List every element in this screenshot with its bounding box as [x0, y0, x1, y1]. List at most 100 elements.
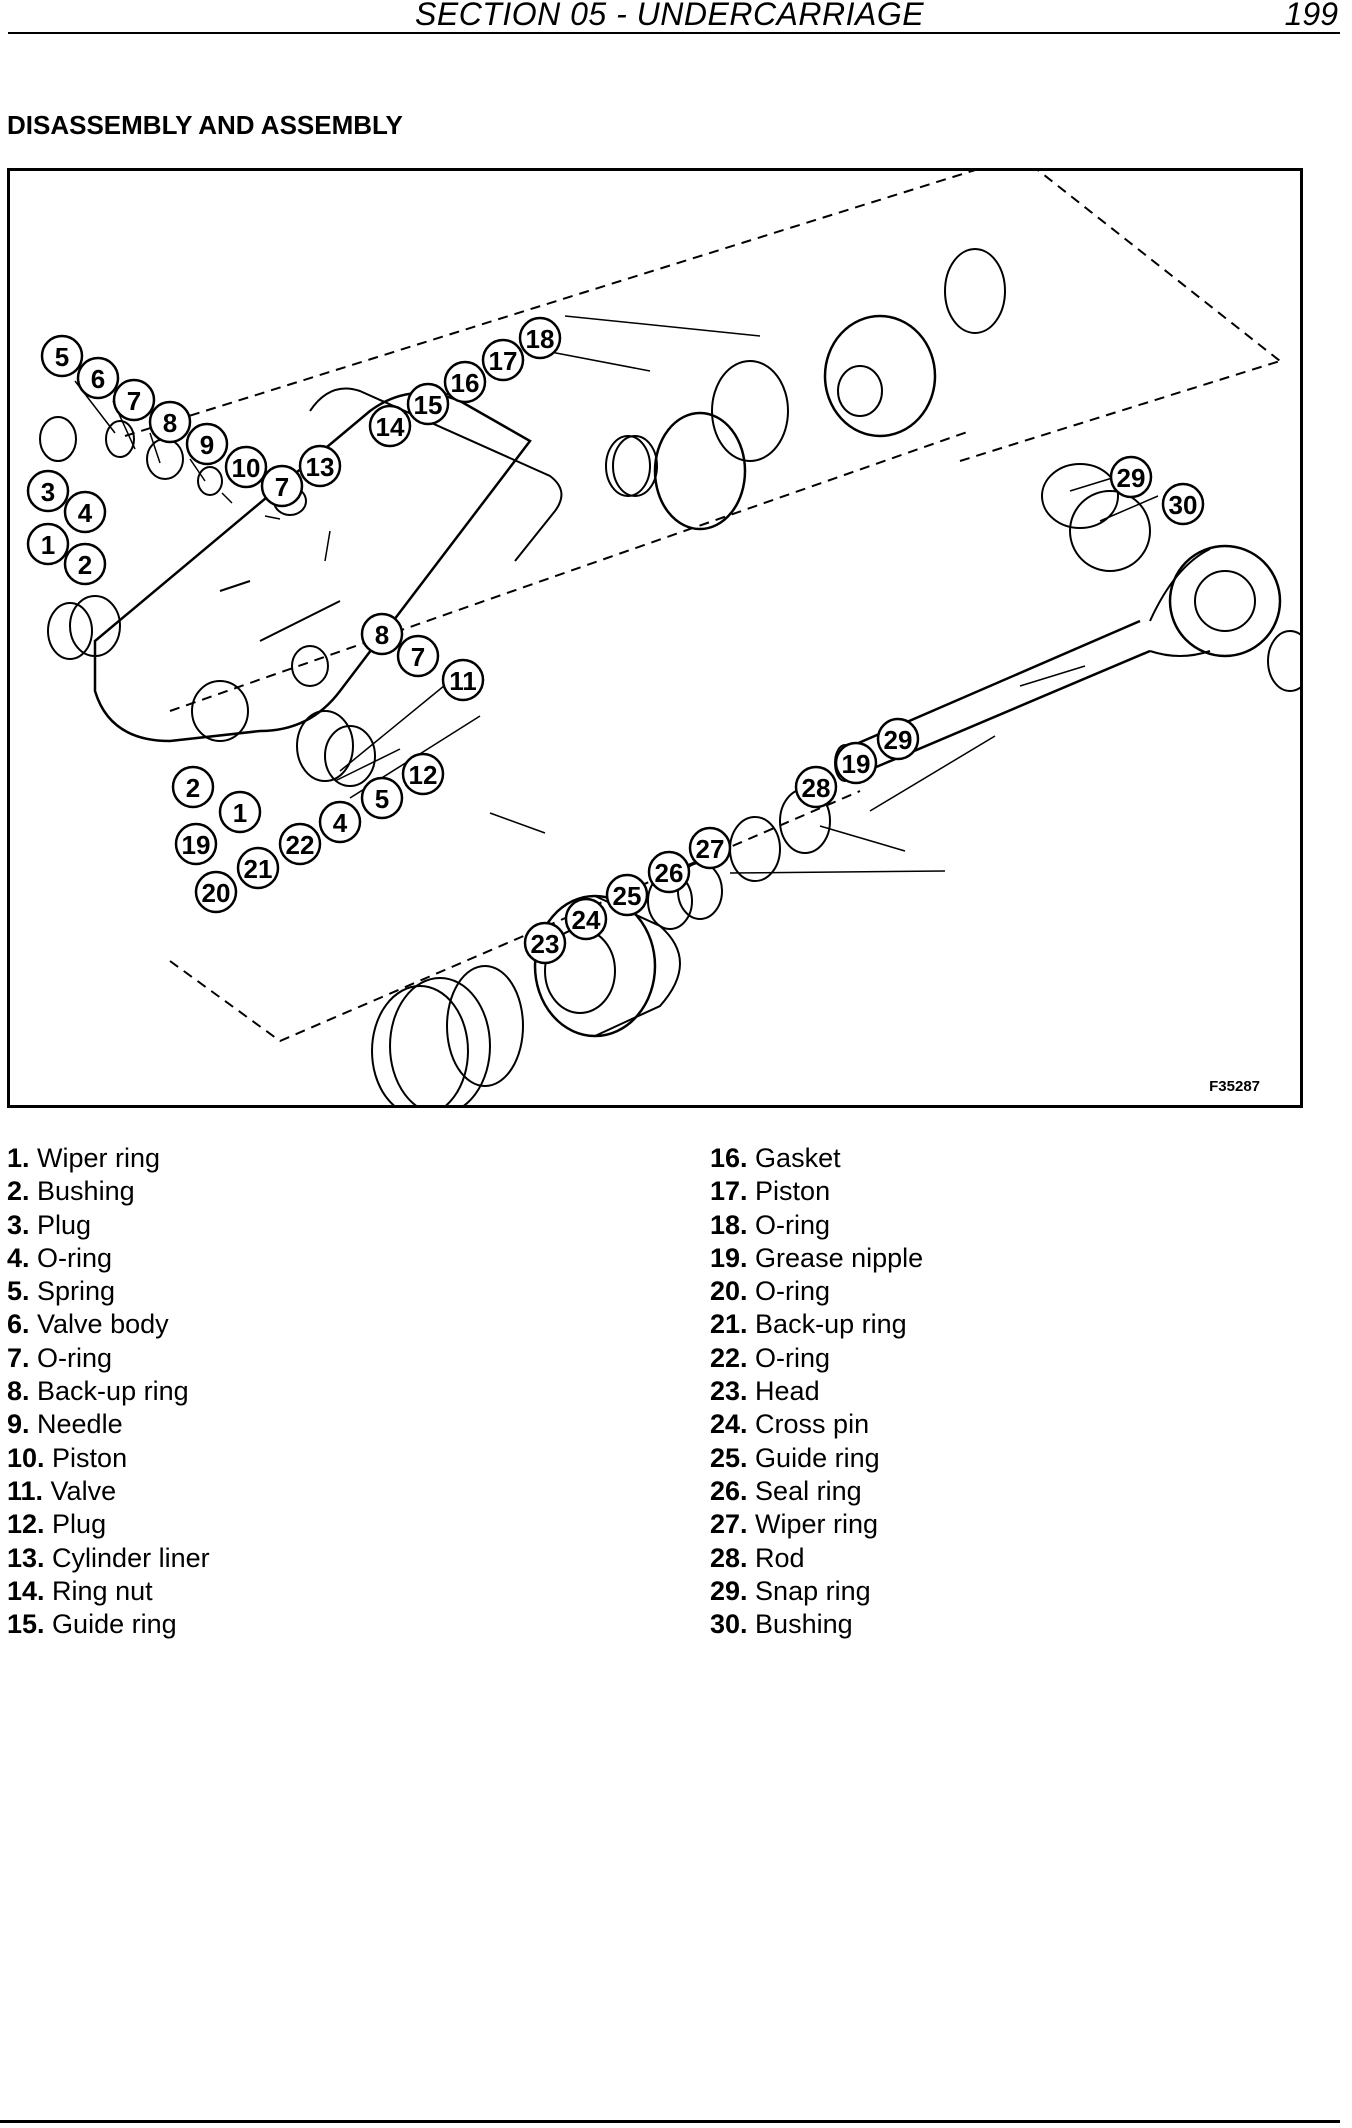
legend-item-label: Wiper ring: [37, 1143, 161, 1173]
callout-number: 27: [696, 834, 725, 864]
legend-item-label: Cross pin: [755, 1409, 870, 1440]
legend-item-number: 2.: [7, 1176, 38, 1207]
legend-item: 3. Plug: [7, 1209, 607, 1242]
legend-item-number: 13.: [7, 1542, 53, 1573]
callout-number: 22: [286, 830, 315, 860]
callout-number: 4: [333, 808, 348, 838]
legend-item: 5. Spring: [7, 1275, 607, 1308]
legend-item-number: 26.: [710, 1475, 756, 1506]
legend-item-number: 23.: [710, 1376, 756, 1407]
legend-item: 1. Wiper ring: [7, 1142, 607, 1175]
legend-item: 13. Cylinder liner: [7, 1542, 607, 1575]
legend-item-label: Guide ring: [755, 1442, 880, 1473]
callout-number: 2: [186, 773, 200, 803]
legend-item: 10. Piston: [7, 1442, 607, 1475]
legend-item-number: 9.: [7, 1409, 38, 1440]
legend-item-number: 6.: [7, 1309, 38, 1340]
callout-number: 24: [572, 905, 601, 935]
callout-number: 19: [182, 830, 211, 860]
callout-number: 8: [163, 408, 177, 438]
legend-item-label: Seal ring: [755, 1475, 862, 1506]
callout-number: 29: [884, 725, 913, 755]
page-number: 199: [1284, 0, 1338, 32]
legend-item-number: 10.: [7, 1442, 53, 1473]
legend-item-label: Head: [755, 1376, 820, 1407]
legend-item-label: O-ring: [755, 1209, 831, 1240]
legend-item-number: 24.: [710, 1409, 756, 1440]
callout-number: 12: [409, 760, 438, 790]
legend-item-number: 22.: [710, 1342, 756, 1373]
legend-item-label: Plug: [37, 1209, 92, 1240]
header-rule: [8, 32, 1340, 34]
axis-line-lower: [169, 790, 861, 1043]
legend-item: 2. Bushing: [7, 1175, 607, 1208]
legend-item-number: 27.: [710, 1509, 756, 1540]
legend-item-label: Valve body: [37, 1309, 169, 1340]
legend-item: 28. Rod: [710, 1542, 1310, 1575]
legend-item: 8. Back-up ring: [7, 1375, 607, 1408]
legend-item-number: 28.: [710, 1542, 756, 1573]
legend-item-number: 8.: [7, 1376, 38, 1407]
callout-number: 28: [802, 773, 831, 803]
legend-item-label: Ring nut: [52, 1575, 153, 1606]
legend-item: 25. Guide ring: [710, 1442, 1310, 1475]
legend-item-number: 15.: [7, 1609, 53, 1640]
legend-item-label: Needle: [37, 1409, 123, 1440]
legend-item-label: Cylinder liner: [52, 1542, 210, 1573]
callout-number: 23: [531, 929, 560, 959]
callout-number: 6: [91, 364, 105, 394]
callout-number: 14: [376, 412, 405, 442]
legend-item-number: 16.: [710, 1143, 756, 1173]
callout-number: 17: [489, 346, 518, 376]
legend-item-label: Piston: [755, 1176, 831, 1207]
legend-item: 24. Cross pin: [710, 1408, 1310, 1441]
legend-item-number: 19.: [710, 1242, 756, 1273]
legend-item: 26. Seal ring: [710, 1475, 1310, 1508]
callout-number: 1: [233, 798, 247, 828]
legend-item-label: Guide ring: [52, 1609, 177, 1640]
legend-item-number: 7.: [7, 1342, 38, 1373]
legend-item: 27. Wiper ring: [710, 1508, 1310, 1541]
legend-item-label: Piston: [52, 1442, 128, 1473]
callout-number: 4: [78, 498, 93, 528]
legend-item-label: Grease nipple: [755, 1242, 924, 1273]
legend-item-label: Spring: [37, 1276, 116, 1307]
legend-item-number: 11.: [7, 1475, 51, 1506]
callout-number: 29: [1117, 463, 1146, 493]
callouts: 5678910713341214151617182930871112541219…: [26, 315, 1205, 965]
callout-number: 16: [451, 368, 480, 398]
legend-item-label: Snap ring: [755, 1575, 871, 1606]
legend-item-label: Bushing: [37, 1176, 135, 1207]
callout-number: 7: [275, 472, 289, 502]
callout-number: 25: [613, 881, 642, 911]
legend-item: 9. Needle: [7, 1408, 607, 1441]
legend-item: 11. Valve: [7, 1475, 607, 1508]
callout-number: 18: [526, 324, 555, 354]
legend-item-label: Bushing: [755, 1609, 853, 1640]
callout-number: 21: [244, 854, 273, 884]
legend-item-label: Wiper ring: [755, 1509, 879, 1540]
section-title: SECTION 05 - UNDERCARRIAGE: [415, 0, 925, 32]
callout-number: 19: [842, 749, 871, 779]
legend-item: 29. Snap ring: [710, 1575, 1310, 1608]
callout-number: 20: [202, 878, 231, 908]
legend-item-number: 21.: [710, 1309, 756, 1340]
legend-item-number: 18.: [710, 1209, 756, 1240]
exploded-diagram: 5678910713341214151617182930871112541219…: [26, 171, 1300, 1105]
legend-item-number: 4.: [7, 1242, 38, 1273]
page-header: SECTION 05 - UNDERCARRIAGE 199: [0, 0, 1340, 34]
legend-item: 12. Plug: [7, 1508, 607, 1541]
legend-item: 7. O-ring: [7, 1342, 607, 1375]
callout-number: 5: [55, 342, 69, 372]
legend-item-label: Back-up ring: [37, 1376, 189, 1407]
section-heading: DISASSEMBLY AND ASSEMBLY: [7, 110, 403, 140]
legend-item-number: 14.: [7, 1575, 53, 1606]
legend-item-number: 3.: [7, 1209, 38, 1240]
callout-number: 3: [41, 477, 55, 507]
figure-code: F35287: [1209, 1078, 1260, 1095]
legend-item: 15. Guide ring: [7, 1608, 607, 1641]
legend-item-number: 17.: [710, 1176, 756, 1207]
